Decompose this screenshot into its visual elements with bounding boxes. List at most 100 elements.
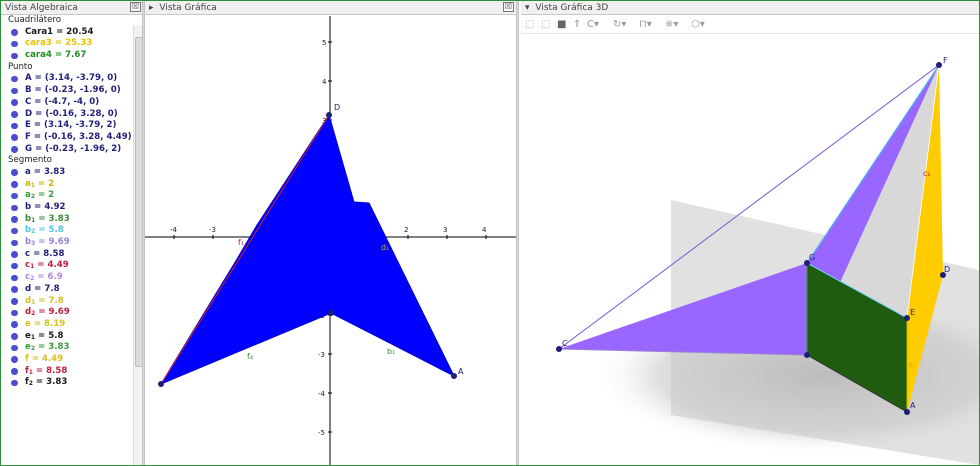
visibility-toggle-icon[interactable] [11, 122, 18, 130]
visibility-toggle-icon[interactable] [11, 344, 18, 352]
clipping-menu-icon[interactable]: C▾ [587, 19, 600, 30]
list-item-point-d[interactable]: D = (-0.16, 3.28, 0) [1, 109, 133, 121]
axes-toggle-icon[interactable]: ⬚ [525, 19, 535, 30]
visibility-toggle-icon[interactable] [11, 321, 18, 328]
plane-toggle-icon[interactable]: ■ [557, 19, 567, 30]
point-c-2d[interactable] [158, 381, 164, 387]
visibility-toggle-icon[interactable] [11, 333, 18, 340]
point-c-3d[interactable] [556, 346, 562, 352]
point-g-3d[interactable] [804, 260, 810, 266]
visibility-toggle-icon[interactable] [11, 134, 18, 141]
list-item-seg-b[interactable]: b = 4.92 [1, 202, 133, 214]
x-tick-label: -3 [209, 226, 216, 234]
list-item-seg-d2[interactable]: d2 = 9.69 [1, 307, 133, 319]
point-f-3d[interactable] [936, 62, 942, 68]
visibility-toggle-icon[interactable] [11, 169, 18, 176]
visibility-toggle-icon[interactable] [11, 192, 18, 200]
visibility-toggle-icon[interactable] [11, 368, 18, 375]
visibility-toggle-icon[interactable] [11, 204, 18, 211]
algebra-close-icon[interactable]: ☒ [130, 2, 141, 12]
list-item-seg-c1[interactable]: c1 = 4.49 [1, 260, 133, 272]
visibility-toggle-icon[interactable] [11, 111, 18, 118]
visibility-toggle-icon[interactable] [11, 87, 18, 95]
visibility-toggle-icon[interactable] [11, 216, 18, 223]
point-b-2d[interactable] [328, 310, 334, 316]
list-item-seg-a1[interactable]: a1 = 2 [1, 179, 133, 191]
list-item-seg-f1[interactable]: f1 = 8.58 [1, 366, 133, 378]
visibility-toggle-icon[interactable] [11, 239, 18, 247]
list-item-seg-f[interactable]: f = 4.49 [1, 354, 133, 366]
list-item-point-g[interactable]: G = (-0.23, -1.96, 2) [1, 144, 133, 156]
visibility-toggle-icon[interactable] [11, 356, 18, 363]
list-item-point-a[interactable]: A = (3.14, -3.79, 0) [1, 73, 133, 85]
grid-toggle-icon[interactable]: ⬚ [541, 19, 551, 30]
visibility-toggle-icon[interactable] [11, 40, 18, 48]
visibility-toggle-icon[interactable] [11, 75, 18, 83]
list-item-cara3[interactable]: cara3 = 25.33 [1, 38, 133, 50]
projection-menu-icon[interactable]: ⊓▾ [639, 19, 652, 30]
face-green[interactable] [807, 263, 907, 412]
box-menu-icon[interactable]: ⬡▾ [691, 19, 705, 30]
list-item-seg-f2[interactable]: f2 = 3.83 [1, 377, 133, 389]
list-item-point-f[interactable]: F = (-0.16, 3.28, 4.49) [1, 132, 133, 144]
list-item-seg-d[interactable]: d = 7.8 [1, 284, 133, 296]
category-segment[interactable]: Segmento [8, 155, 52, 166]
x-tick-label: 4 [482, 226, 487, 234]
visibility-toggle-icon[interactable] [11, 29, 18, 36]
list-item-seg-d1[interactable]: d1 = 7.8 [1, 296, 133, 308]
graphics-3d-canvas[interactable]: F G E D A C c₁ a₂ [521, 35, 979, 465]
face-yellow[interactable] [907, 65, 943, 412]
visibility-toggle-icon[interactable] [11, 146, 18, 153]
visibility-toggle-icon[interactable] [11, 309, 18, 317]
label-e-3d: E [910, 308, 915, 317]
visibility-toggle-icon[interactable] [11, 262, 18, 270]
list-item-seg-b3[interactable]: b3 = 9.69 [1, 237, 133, 249]
list-item-seg-e[interactable]: e = 8.19 [1, 319, 133, 331]
category-point[interactable]: Punto [8, 61, 33, 72]
visibility-toggle-icon[interactable] [11, 227, 18, 235]
polygon-2d[interactable] [159, 113, 456, 386]
visibility-toggle-icon[interactable] [11, 379, 18, 387]
list-item-seg-e2[interactable]: e2 = 3.83 [1, 342, 133, 354]
visibility-toggle-icon[interactable] [11, 52, 18, 60]
label-f-3d: F [943, 56, 948, 65]
list-item-seg-e1[interactable]: e1 = 5.8 [1, 331, 133, 343]
visibility-toggle-icon[interactable] [11, 274, 18, 282]
point-e-3d[interactable] [904, 315, 910, 321]
visibility-toggle-icon[interactable] [11, 298, 18, 305]
panel-divider-left[interactable] [142, 1, 145, 465]
list-item-cara4[interactable]: cara4 = 7.67 [1, 50, 133, 62]
graphics-close-icon[interactable]: ☒ [503, 2, 514, 12]
list-item-cara1[interactable]: Cara1 = 20.54 [1, 27, 133, 39]
visibility-toggle-icon[interactable] [11, 99, 18, 106]
graphics-2d-canvas[interactable]: -4-3-11234 54321-1-2-3-4-5-6 D A f₁ d₁ f… [145, 16, 516, 465]
label-a-2d: A [458, 367, 464, 376]
list-item-point-c[interactable]: C = (-4.7, -4, 0) [1, 97, 133, 109]
point-b-3d[interactable] [804, 352, 810, 358]
collapse-icon[interactable]: ▾ [525, 3, 530, 13]
rotate-menu-icon[interactable]: ↻▾ [613, 19, 627, 30]
list-item-seg-a[interactable]: a = 3.83 [1, 167, 133, 179]
point-d-2d[interactable] [326, 112, 332, 118]
point-style-menu-icon[interactable]: ※▾ [665, 19, 679, 30]
visibility-toggle-icon[interactable] [11, 286, 18, 293]
expand-icon[interactable]: ▸ [149, 3, 154, 13]
list-item-seg-c[interactable]: c = 8.58 [1, 249, 133, 261]
segment-red-edge [160, 114, 330, 385]
point-d-3d[interactable] [940, 272, 946, 278]
list-item-point-e[interactable]: E = (3.14, -3.79, 2) [1, 120, 133, 132]
home-view-icon[interactable]: ⇑ [573, 19, 582, 30]
visibility-toggle-icon[interactable] [11, 251, 18, 258]
list-item-seg-c2[interactable]: c2 = 6.9 [1, 272, 133, 284]
category-quadrilateral[interactable]: Cuadrilátero [8, 15, 62, 25]
list-item-seg-b2[interactable]: b2 = 5.8 [1, 225, 133, 237]
point-a-3d[interactable] [904, 409, 910, 415]
list-item-seg-a2[interactable]: a2 = 2 [1, 190, 133, 202]
list-item-point-b[interactable]: B = (-0.23, -1.96, 0) [1, 85, 133, 97]
face-purple[interactable] [559, 65, 939, 355]
visibility-toggle-icon[interactable] [11, 181, 18, 188]
list-item-seg-b1[interactable]: b1 = 3.83 [1, 214, 133, 226]
panel-divider-right[interactable] [516, 1, 519, 465]
graphics-view-title: Vista Gráfica [159, 3, 217, 13]
point-a-2d[interactable] [451, 373, 457, 379]
